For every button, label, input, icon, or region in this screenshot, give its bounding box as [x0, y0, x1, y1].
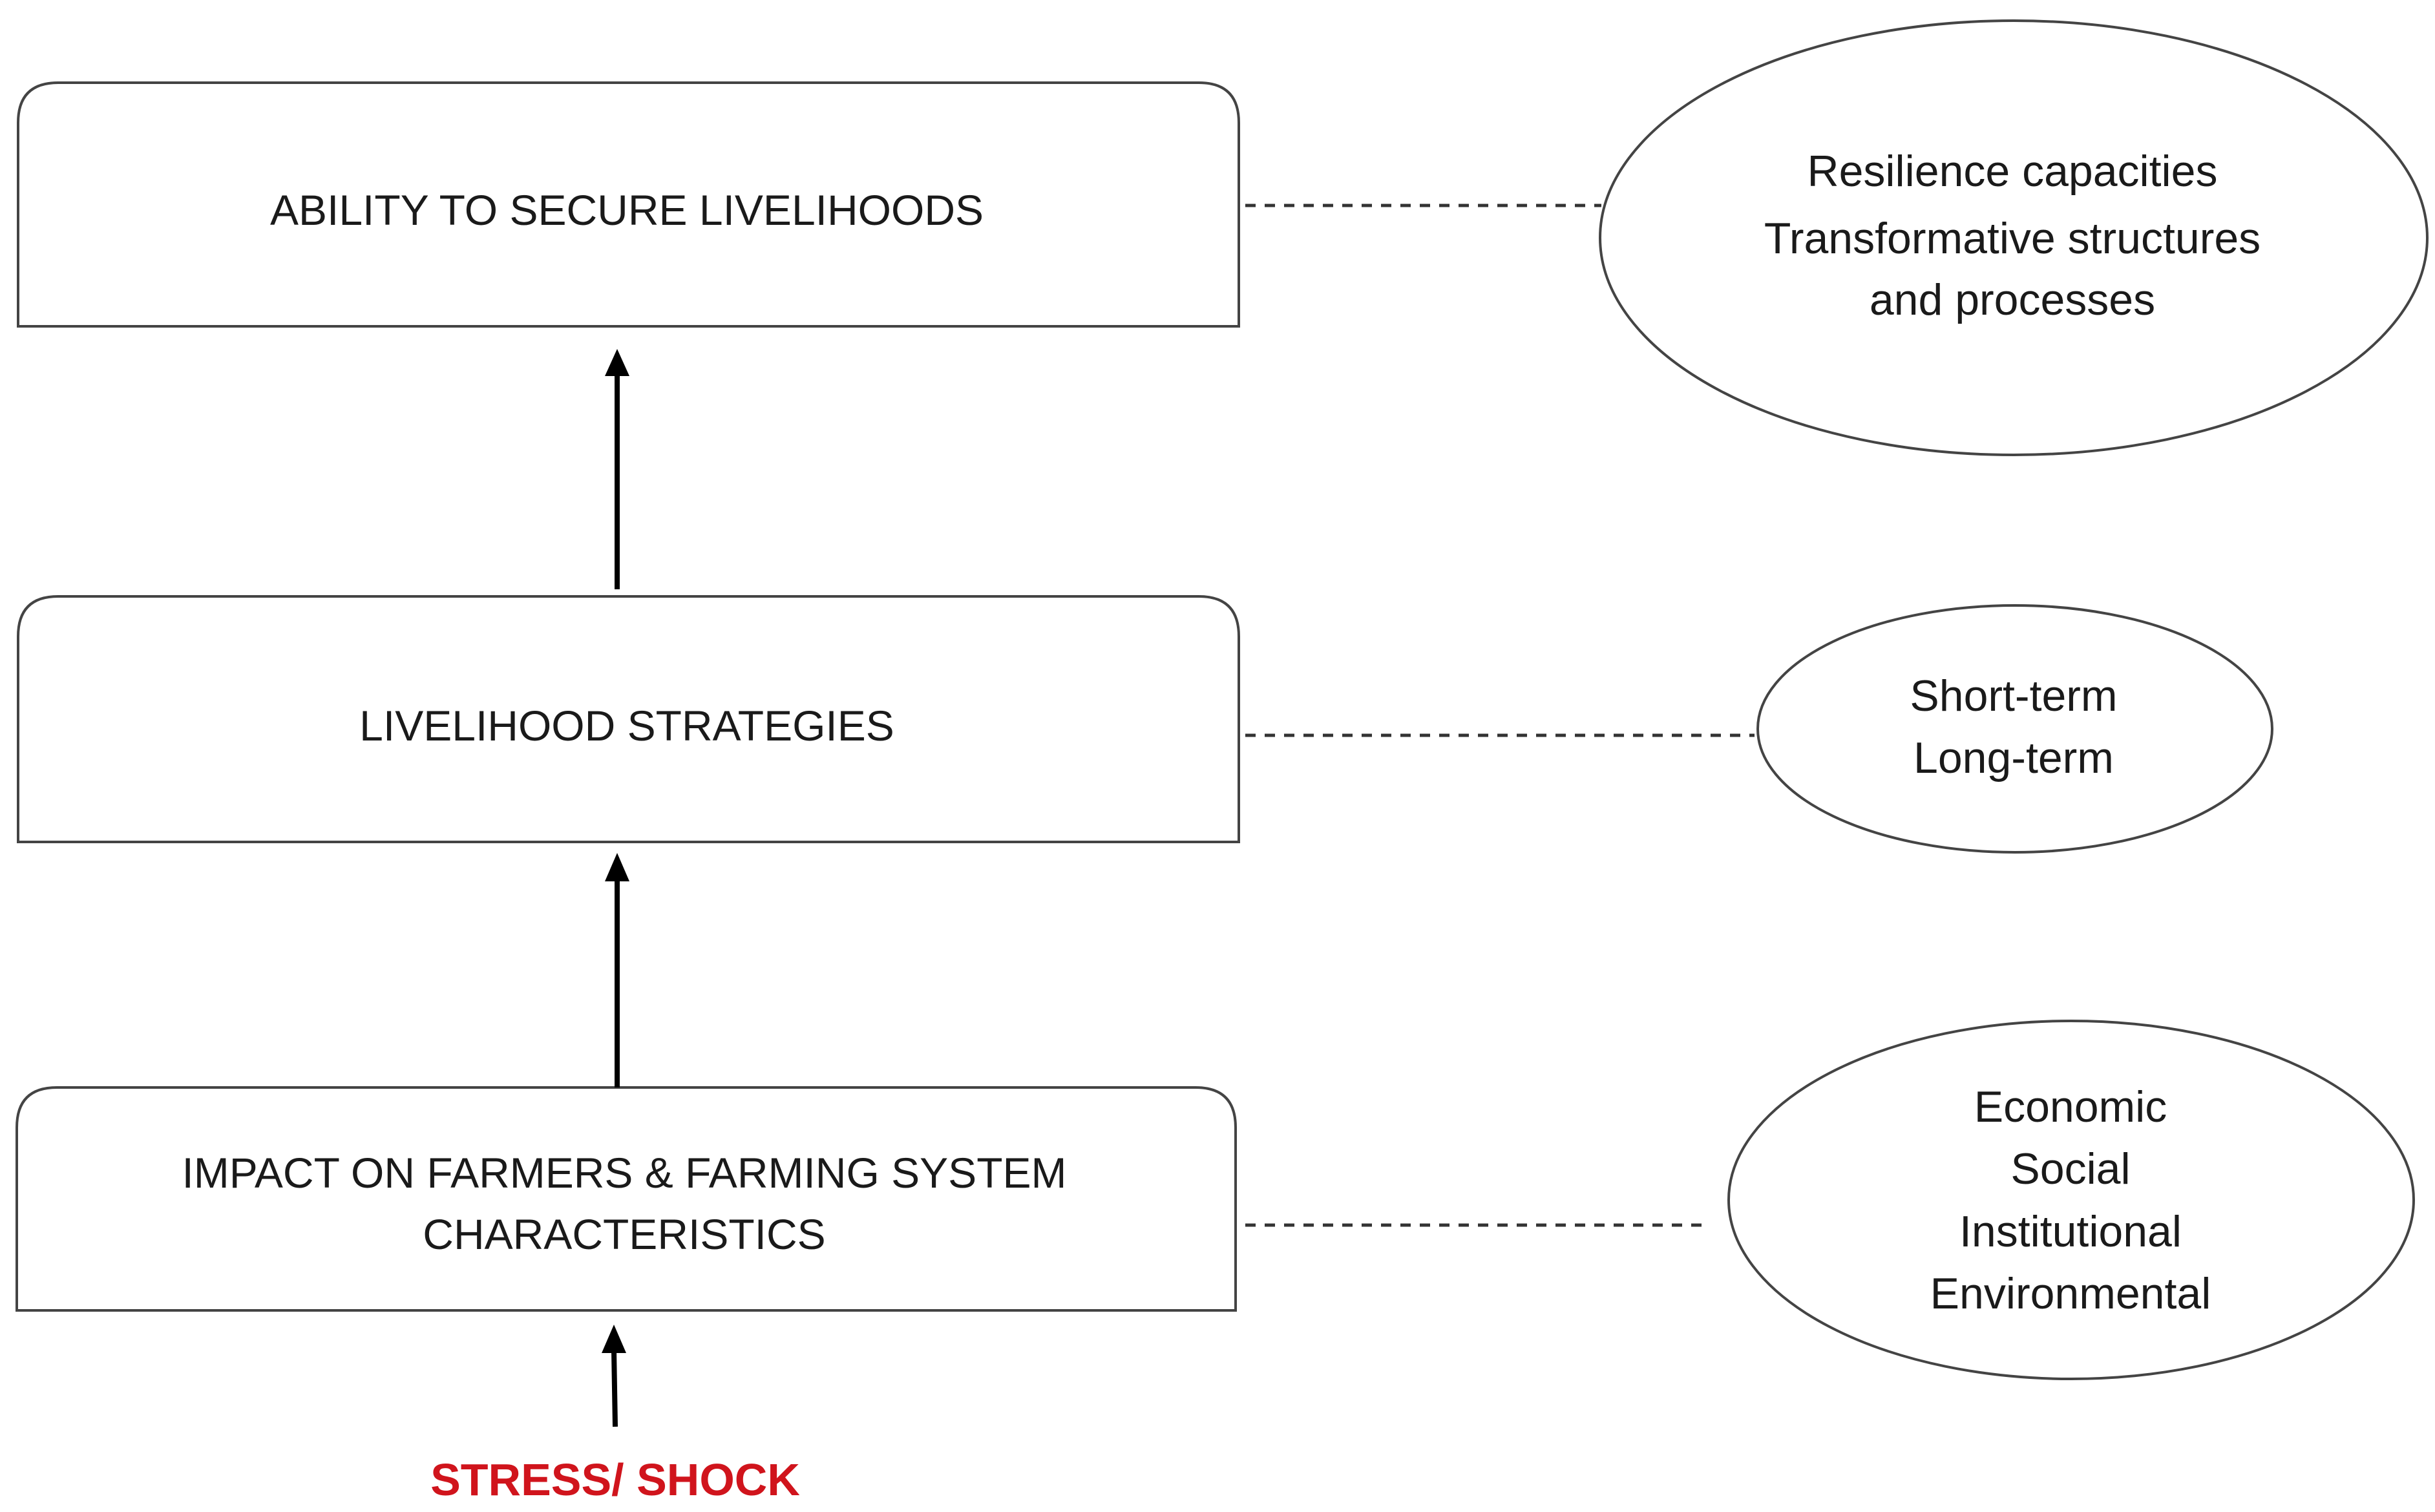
impact-box-label-line2: CHARACTERISTICS [423, 1210, 825, 1258]
arrow-shock-to-impact [602, 1325, 626, 1427]
resilience-ellipse-shape [1599, 19, 2429, 456]
resilience-line1: Resilience capacities [1808, 147, 2218, 196]
ability-box: ABILITY TO SECURE LIVELIHOODS [17, 81, 1240, 328]
resilience-line3: and processes [1870, 275, 2155, 324]
strategies-box-shape [17, 595, 1240, 843]
term-ellipse: Short-term Long-term [1756, 604, 2273, 854]
arrow-strategies-to-ability [605, 349, 629, 589]
stress-shock-label: STRESS/ SHOCK [430, 1454, 800, 1505]
dimensions-ellipse: Economic Social Institutional Environmen… [1727, 1020, 2415, 1380]
resilience-line2: Transformative structures [1764, 214, 2261, 263]
resilience-ellipse: Resilience capacities Transformative str… [1599, 19, 2429, 456]
ability-box-label: ABILITY TO SECURE LIVELIHOODS [270, 186, 984, 234]
dimensions-line3: Institutional [1959, 1207, 2182, 1256]
dimensions-ellipse-shape [1727, 1020, 2415, 1380]
impact-box-label-line1: IMPACT ON FARMERS & FARMING SYSTEM [182, 1149, 1066, 1197]
strategies-box: LIVELIHOOD STRATEGIES [17, 595, 1240, 843]
impact-box-shape [16, 1086, 1237, 1312]
ability-box-shape [17, 81, 1240, 328]
arrow-impact-to-strategies [605, 853, 629, 1087]
impact-box: IMPACT ON FARMERS & FARMING SYSTEM CHARA… [16, 1086, 1237, 1312]
dimensions-line4: Environmental [1930, 1269, 2211, 1318]
strategies-box-label: LIVELIHOOD STRATEGIES [359, 702, 894, 750]
dimensions-line1: Economic [1974, 1082, 2167, 1131]
term-ellipse-shape [1756, 604, 2273, 854]
term-line2: Long-term [1913, 733, 2114, 782]
dimensions-line2: Social [2010, 1144, 2130, 1193]
term-line1: Short-term [1910, 671, 2117, 720]
